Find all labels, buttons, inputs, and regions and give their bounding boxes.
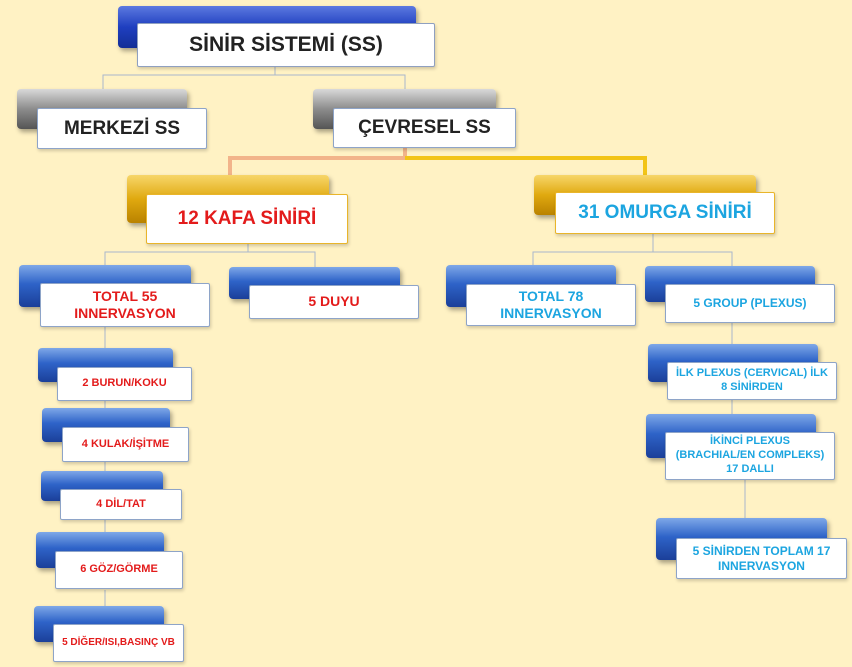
root-node-box: SİNİR SİSTEMİ (SS): [137, 23, 435, 67]
kafa-item-box: 4 KULAK/İŞİTME: [62, 427, 189, 462]
omurga-item-box: İKİNCİ PLEXUS (BRACHIAL/EN COMPLEKS) 17 …: [665, 432, 835, 480]
omurga-item-box: 5 SİNİRDEN TOPLAM 17 INNERVASYON: [676, 538, 847, 579]
kafa-total-box: TOTAL 55 INNERVASYON: [40, 283, 210, 327]
kafa-item-box: 4 DİL/TAT: [60, 489, 182, 520]
omurga-total-box: TOTAL 78 INNERVASYON: [466, 284, 636, 326]
merkezi-ss-box: MERKEZİ SS: [37, 108, 207, 149]
plexus-group-box: 5 GROUP (PLEXUS): [665, 284, 835, 323]
duyu-box: 5 DUYU: [249, 285, 419, 319]
kafa-item-box: 5 DİĞER/ISI,BASINÇ VB: [53, 624, 184, 662]
kafa-item-box: 6 GÖZ/GÖRME: [55, 551, 183, 589]
kafa-siniri-box: 12 KAFA SİNİRİ: [146, 194, 348, 244]
kafa-item-box: 2 BURUN/KOKU: [57, 367, 192, 401]
omurga-siniri-box: 31 OMURGA SİNİRİ: [555, 192, 775, 234]
cevresel-ss-box: ÇEVRESEL SS: [333, 108, 516, 148]
omurga-item-box: İLK PLEXUS (CERVICAL) İLK 8 SİNİRDEN: [667, 362, 837, 400]
